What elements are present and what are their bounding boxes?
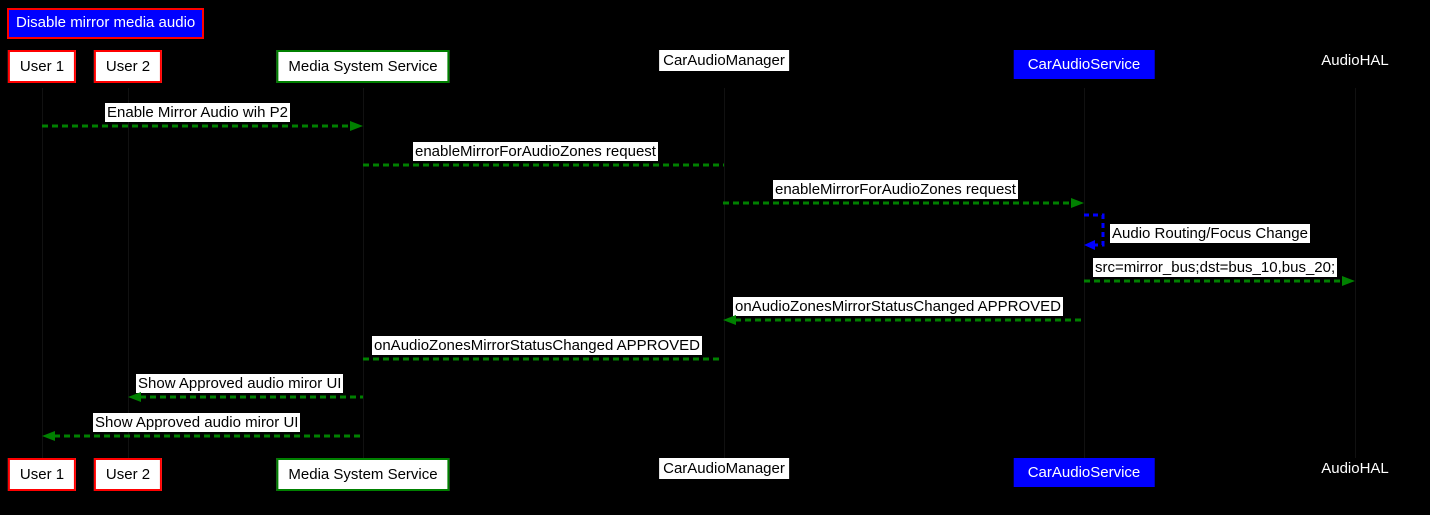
message-arrow-m6 [723, 315, 1084, 325]
participant-label: User 1 [19, 466, 65, 483]
participant-caraudiomanager-footer[interactable]: CarAudioManager [659, 458, 789, 479]
lifeline-media-system-service [363, 88, 364, 458]
lifeline-audiohal [1355, 88, 1356, 458]
message-label-m4: Audio Routing/Focus Change [1110, 224, 1310, 243]
message-arrow-m8 [128, 392, 363, 402]
participant-media-system-service-header[interactable]: Media System Service [276, 50, 450, 83]
lifeline-caraudioservice [1084, 88, 1085, 458]
message-arrow-m3 [723, 198, 1084, 208]
participant-user-1-header[interactable]: User 1 [7, 50, 77, 83]
participant-label: User 1 [19, 58, 65, 75]
participant-label: User 2 [105, 58, 151, 75]
participant-caraudiomanager-header[interactable]: CarAudioManager [659, 50, 789, 71]
message-arrow-m7 [363, 354, 723, 362]
participant-audiohal-header[interactable]: AudioHAL [1317, 50, 1393, 71]
participant-label: CarAudioService [1027, 56, 1141, 73]
message-selfloop-m4 [1082, 211, 1122, 255]
message-label-m6: onAudioZonesMirrorStatusChanged APPROVED [733, 297, 1064, 316]
participant-label: Media System Service [288, 466, 438, 483]
participant-media-system-service-footer[interactable]: Media System Service [276, 458, 450, 491]
message-label-m8: Show Approved audio miror UI [136, 374, 344, 393]
participant-user-2-footer[interactable]: User 2 [93, 458, 163, 491]
participant-label: Media System Service [288, 58, 438, 75]
participant-caraudioservice-header[interactable]: CarAudioService [1013, 50, 1155, 79]
diagram-title: Disable mirror media audio [7, 8, 205, 39]
message-label-m9: Show Approved audio miror UI [93, 413, 301, 432]
message-label-m3: enableMirrorForAudioZones request [773, 180, 1018, 199]
lifeline-user-1 [42, 88, 43, 458]
lifeline-caraudiomanager [724, 88, 725, 458]
message-label-m7: onAudioZonesMirrorStatusChanged APPROVED [372, 336, 703, 355]
participant-label: AudioHAL [1321, 52, 1389, 69]
participant-audiohal-footer[interactable]: AudioHAL [1317, 458, 1393, 479]
message-label-m1: Enable Mirror Audio wih P2 [105, 103, 290, 122]
message-arrow-m2 [363, 160, 724, 168]
message-arrow-m9 [42, 431, 363, 441]
message-label-m5: src=mirror_bus;dst=bus_10,bus_20; [1093, 258, 1338, 277]
message-label-m2: enableMirrorForAudioZones request [413, 142, 658, 161]
participant-label: CarAudioManager [663, 460, 785, 477]
message-arrow-m1 [42, 121, 363, 131]
participant-caraudioservice-footer[interactable]: CarAudioService [1013, 458, 1155, 487]
lifeline-user-2 [128, 88, 129, 458]
participant-label: CarAudioService [1027, 464, 1141, 481]
message-arrow-m5 [1084, 276, 1355, 286]
participant-label: CarAudioManager [663, 52, 785, 69]
participant-label: User 2 [105, 466, 151, 483]
participant-user-2-header[interactable]: User 2 [93, 50, 163, 83]
participant-label: AudioHAL [1321, 460, 1389, 477]
participant-user-1-footer[interactable]: User 1 [7, 458, 77, 491]
